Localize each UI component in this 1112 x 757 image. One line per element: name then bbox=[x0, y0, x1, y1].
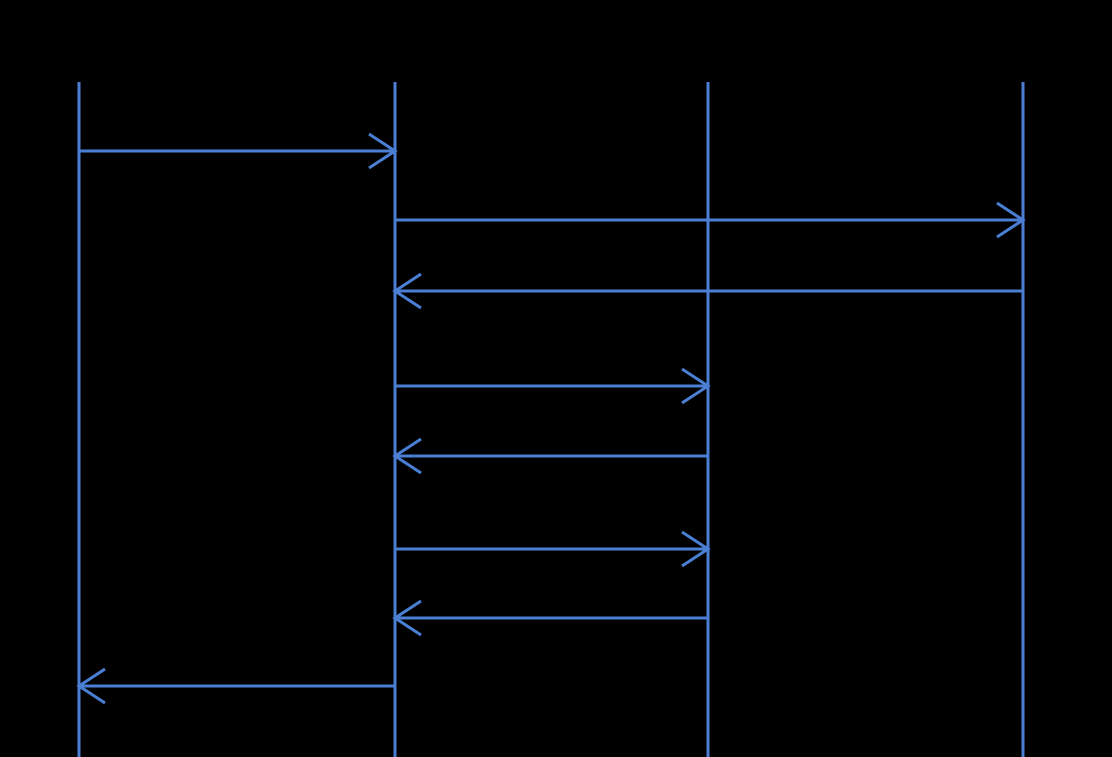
message-1-arrowhead bbox=[368, 132, 398, 170]
message-8-arrowhead bbox=[76, 667, 106, 705]
message-6-arrowhead bbox=[681, 530, 711, 568]
messages-group bbox=[76, 132, 1026, 705]
message-5-arrowhead bbox=[392, 437, 422, 475]
message-3-arrowhead bbox=[392, 272, 422, 310]
message-4-arrowhead bbox=[681, 367, 711, 405]
message-2-arrowhead bbox=[996, 201, 1026, 239]
lifelines-group bbox=[77, 82, 1025, 757]
message-7-arrowhead bbox=[392, 599, 422, 637]
